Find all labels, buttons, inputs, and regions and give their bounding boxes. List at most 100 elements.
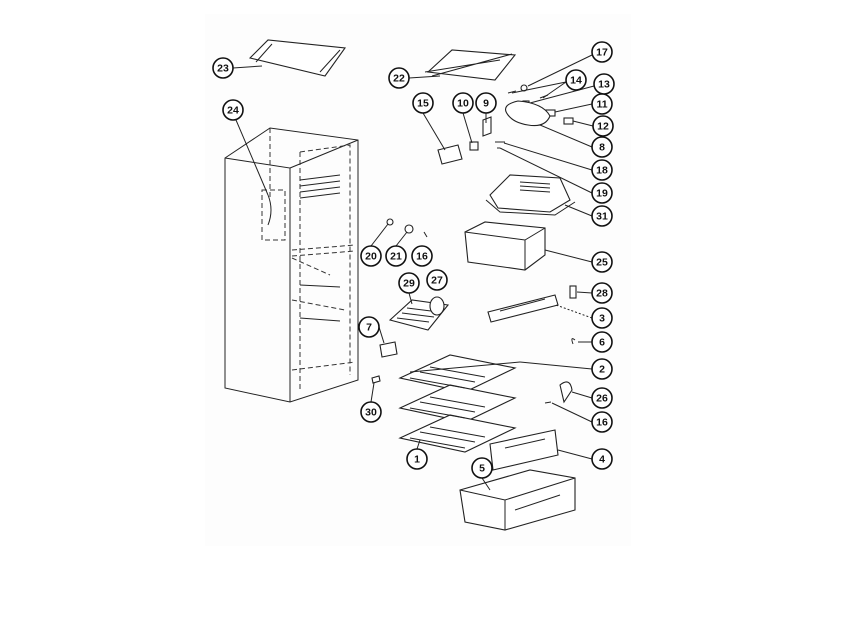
callout-21: 21 [385, 245, 407, 267]
callout-circle [360, 245, 382, 267]
callout-number: 16 [596, 417, 608, 429]
callout-29: 29 [398, 272, 420, 294]
callout-circle [591, 41, 613, 63]
callout-number: 3 [599, 313, 605, 325]
callout-26: 26 [591, 387, 613, 409]
cabinet-part [224, 127, 359, 403]
callout-5: 5 [471, 457, 493, 479]
callout-2: 2 [591, 358, 613, 380]
callout-8: 8 [591, 136, 613, 158]
callout-23: 23 [212, 57, 234, 79]
leader-lines [232, 54, 595, 491]
callout-19: 19 [591, 182, 613, 204]
callout-number: 27 [431, 275, 443, 287]
callout-number: 6 [599, 337, 605, 349]
callout-18: 18 [591, 159, 613, 181]
small-parts-group [437, 84, 574, 165]
callout-circle [591, 182, 613, 204]
callout-number: 22 [393, 73, 405, 85]
callout-number: 18 [596, 165, 608, 177]
callout-circle [212, 57, 234, 79]
callout-number: 20 [365, 251, 377, 263]
callout-circle [591, 159, 613, 181]
callout-4: 4 [591, 448, 613, 470]
callout-circle [411, 245, 433, 267]
callout-3: 3 [591, 307, 613, 329]
callout-number: 17 [596, 47, 608, 59]
callout-number: 10 [457, 98, 469, 110]
callout-number: 28 [596, 288, 608, 300]
callout-number: 4 [599, 454, 605, 466]
callout-circle [591, 448, 613, 470]
callout-circle [591, 282, 613, 304]
glass-shelf-part-22 [424, 49, 517, 81]
callout-number: 29 [403, 278, 415, 290]
callout-number: 9 [483, 98, 489, 110]
callout-circle [385, 245, 407, 267]
callout-number: 23 [217, 63, 229, 75]
callout-30: 30 [360, 401, 382, 423]
callout-17: 17 [591, 41, 613, 63]
pan-part-25 [464, 221, 546, 271]
callout-14: 14 [565, 69, 587, 91]
callout-number: 25 [596, 257, 608, 269]
callout-22: 22 [388, 67, 410, 89]
callout-circle [222, 99, 244, 121]
callout-25: 25 [591, 251, 613, 273]
callout-1: 1 [406, 448, 428, 470]
callout-27: 27 [426, 269, 448, 291]
callout-circle [406, 448, 428, 470]
callout-31: 31 [591, 205, 613, 227]
callout-circle [412, 92, 434, 114]
callout-circle [591, 136, 613, 158]
callout-circle [358, 316, 380, 338]
callout-number: 7 [366, 322, 372, 334]
callout-circle [360, 401, 382, 423]
callout-circle [591, 411, 613, 433]
door-shelf-part-3 [487, 294, 559, 323]
callout-circle [591, 251, 613, 273]
dairy-compartment-part-31 [485, 174, 576, 216]
callout-10: 10 [452, 92, 474, 114]
callout-circle [591, 307, 613, 329]
misc-parts-middle [371, 218, 450, 384]
callout-28: 28 [591, 282, 613, 304]
callout-15: 15 [412, 92, 434, 114]
callout-number: 30 [365, 407, 377, 419]
callout-16: 16 [411, 245, 433, 267]
wire-shelves-part-1 [398, 354, 521, 453]
callout-circle [426, 269, 448, 291]
screw-part-16 [544, 401, 552, 404]
callout-number: 2 [599, 364, 605, 376]
callout-circle [591, 387, 613, 409]
callout-circle [475, 92, 497, 114]
callout-number: 12 [597, 121, 609, 133]
hinge-part-26 [559, 381, 573, 404]
callout-number: 24 [227, 105, 239, 117]
callout-number: 15 [417, 98, 429, 110]
callout-circle [452, 92, 474, 114]
callout-circle [592, 115, 614, 137]
callout-circle [591, 93, 613, 115]
callout-number: 26 [596, 393, 608, 405]
callout-20: 20 [360, 245, 382, 267]
callout-circle [591, 331, 613, 353]
callout-circle [398, 272, 420, 294]
callout-12: 12 [592, 115, 614, 137]
callout-circle [591, 205, 613, 227]
callout-13: 13 [593, 73, 615, 95]
clip-part-28 [569, 285, 577, 299]
callout-number: 13 [598, 79, 610, 91]
callout-number: 1 [414, 454, 420, 466]
callout-11: 11 [591, 93, 613, 115]
callout-number: 5 [479, 463, 485, 475]
callout-9: 9 [475, 92, 497, 114]
callout-number: 21 [390, 251, 402, 263]
callout-circle [565, 69, 587, 91]
callout-number: 19 [596, 188, 608, 200]
callout-circle [471, 457, 493, 479]
callout-number: 31 [596, 211, 608, 223]
callout-number: 16 [416, 251, 428, 263]
